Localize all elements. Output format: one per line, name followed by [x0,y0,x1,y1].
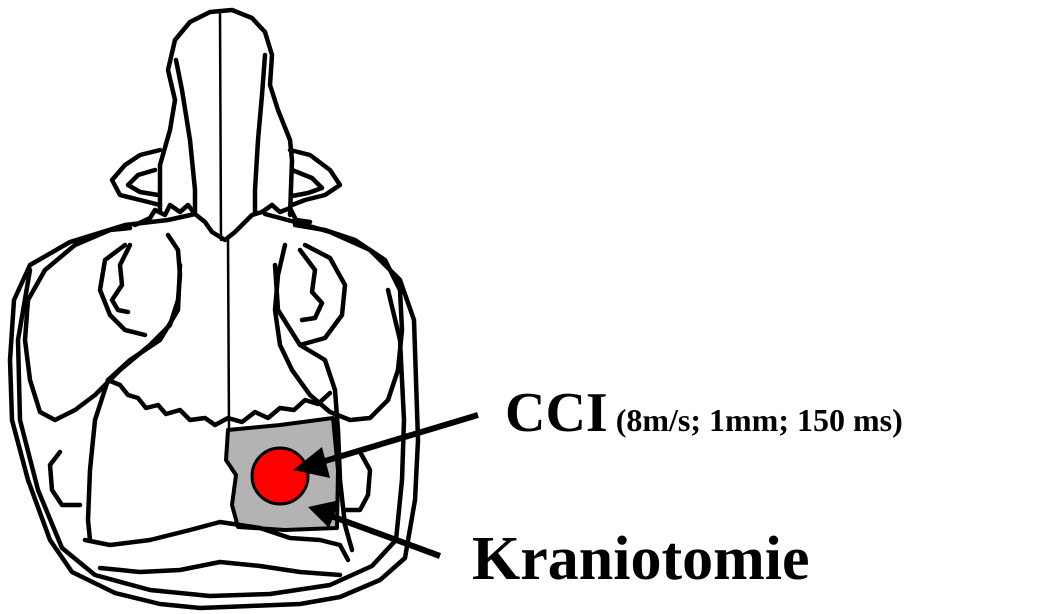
nasal-inner-left [176,60,195,212]
nasal-inner-right [255,55,265,212]
craniotomy-label: Kraniotomie [472,528,810,590]
skull-outer-inner-line [18,270,404,596]
occipital-right-bump [345,452,370,510]
cci-main-text: CCI [505,382,608,444]
midline-lower [228,240,229,430]
occipital-left-bump [50,452,80,505]
right-zygoma-lower [292,170,322,196]
occipital-lower [100,562,340,575]
cci-label: CCI (8m/s; 1mm; 150 ms) [505,385,903,441]
lambdoid-suture [108,380,330,425]
cci-parameters-text: (8m/s; 1mm; 150 ms) [608,402,903,438]
snout-left-line [160,40,175,210]
midline-upper [220,14,221,240]
right-orbit-lobe [300,250,322,320]
cci-impact-circle [252,448,308,504]
parietal-left-edge [88,265,180,540]
left-zygoma-lower [128,170,158,195]
